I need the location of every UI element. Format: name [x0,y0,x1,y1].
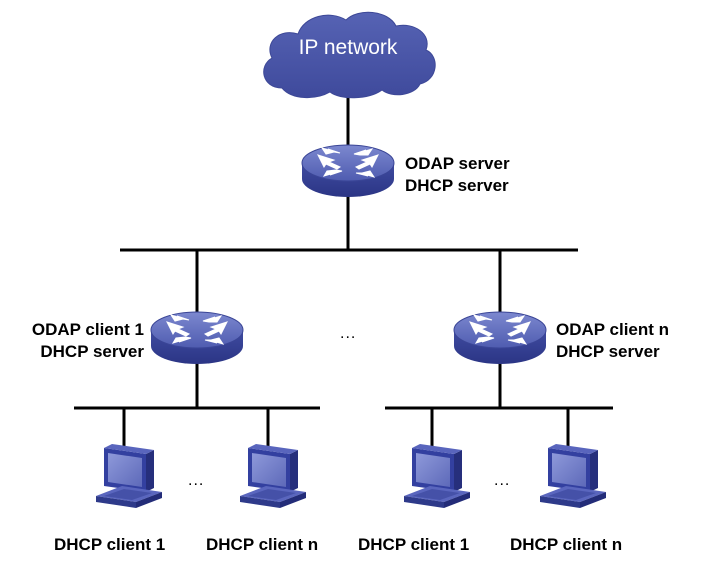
right-router-line1: ODAP client n [556,320,670,339]
client-label: DHCP client n [510,535,623,554]
client-label: DHCP client 1 [358,535,470,554]
right-router-line2: DHCP server [556,342,660,361]
computer-icon [404,444,470,508]
core-router-line2: DHCP server [405,176,509,195]
client-label: DHCP client 1 [54,535,166,554]
left-router-icon [150,311,244,365]
core-router-line1: ODAP server [405,154,510,173]
cloud-label: IP network [298,36,398,59]
left-router-line1: ODAP client 1 [31,320,144,339]
core-router-label: ODAP server DHCP server [405,153,510,197]
routers-ellipsis: ... [340,325,357,342]
computer-icon [240,444,306,508]
left-router-line2: DHCP server [40,342,144,361]
left-clients-ellipsis: ... [188,472,205,489]
left-router-label: ODAP client 1 DHCP server [2,319,144,363]
client-label: DHCP client n [206,535,319,554]
computer-icon [96,444,162,508]
right-router-icon [453,311,547,365]
right-clients-ellipsis: ... [494,472,511,489]
core-router-icon [301,144,395,198]
ip-network-cloud [263,11,436,99]
computer-icon [540,444,606,508]
connection-lines [74,92,613,448]
right-router-label: ODAP client n DHCP server [556,319,669,363]
